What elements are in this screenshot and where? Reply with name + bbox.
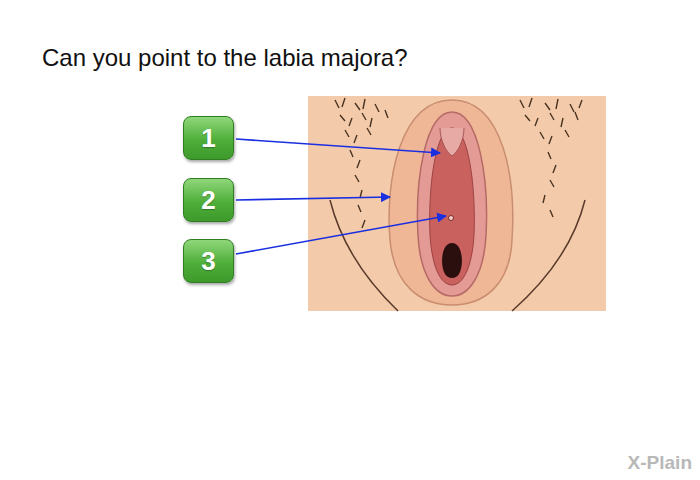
- callout-button: 1: [183, 116, 234, 160]
- callout-button: 3: [183, 239, 234, 283]
- callout-number: 1: [201, 123, 215, 154]
- callout-button: 2: [183, 178, 234, 222]
- callout-number: 3: [201, 246, 215, 277]
- callout-number: 2: [201, 185, 215, 216]
- watermark: X-Plain: [628, 452, 692, 474]
- question-title: Can you point to the labia majora?: [42, 44, 408, 72]
